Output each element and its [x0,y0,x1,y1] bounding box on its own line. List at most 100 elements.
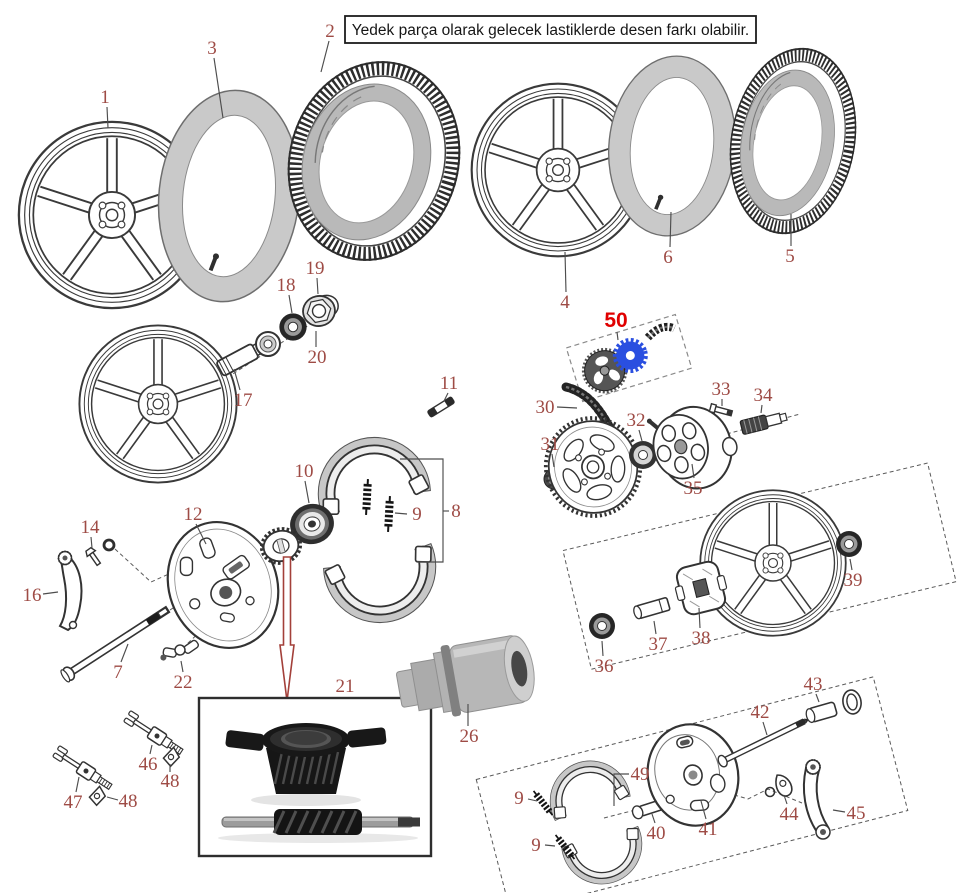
part-label-17: 17 [234,390,253,411]
part-label-36: 36 [595,656,614,677]
tire-2 [266,42,483,281]
part-label-44: 44 [780,804,800,825]
rear-spring-9a [534,791,553,815]
part-label-39: 39 [844,570,863,591]
adjuster-plate-48b [87,783,109,808]
part-label-37: 37 [649,634,668,655]
leader-43 [815,693,820,703]
bearing-32 [629,441,657,469]
leader-49 [613,773,629,806]
part-label-5: 5 [785,246,795,267]
brake-shoe-bottom-8 [321,541,448,635]
part-label-47: 47 [64,792,83,813]
leader-22 [180,660,184,673]
leader-36 [601,640,604,657]
o-ring-14 [102,538,116,552]
leader-50 [616,331,619,341]
washer-ring-43 [842,689,862,715]
leader-9b [527,798,538,802]
note-text: Yedek parça olarak gelecek lastiklerde d… [352,22,750,39]
part-label-12: 12 [184,504,203,525]
part-label-46: 46 [139,754,158,775]
brake-panel-12 [166,520,280,650]
detail-arrow [279,556,295,702]
leader-31 [551,453,555,468]
brake-spring-9a [366,479,368,515]
leader-42 [762,721,768,736]
part-label-30: 30 [536,397,555,418]
leader-46 [149,744,153,755]
bushing-43 [805,701,838,724]
leader-12 [195,523,207,545]
leader-4 [564,251,567,293]
tire-5 [716,39,869,243]
bearing-36 [588,612,616,640]
part-label-4: 4 [560,292,570,313]
leader-3 [213,57,224,119]
leader-9c [544,844,556,847]
rear-brake-shoe-top-49 [539,749,632,822]
leader-7 [120,643,129,663]
hub-bushing-photo-26 [395,635,535,717]
part-label-18: 18 [277,275,296,296]
hub-bearing-10 [290,503,334,545]
part-label-48a: 48 [161,771,180,792]
part-label-9a: 9 [412,504,422,525]
brake-spring-9b [388,496,390,532]
washer-44 [775,774,793,797]
leader-45 [832,809,846,813]
part-label-34: 34 [754,385,774,406]
part-label-32: 32 [627,410,646,431]
wheel-bearing-17 [255,331,281,357]
note-box: Yedek parça olarak gelecek lastiklerde d… [344,15,757,44]
part-label-3: 3 [207,38,217,59]
part-label-8: 8 [451,501,461,522]
transmission-kit-50 [565,313,693,403]
part-label-50: 50 [604,309,627,332]
part-label-1: 1 [100,87,110,108]
part-label-2: 2 [325,21,335,42]
leader-39 [849,558,853,571]
part-label-26: 26 [460,726,479,747]
part-label-48b: 48 [119,791,138,812]
leader-34 [760,404,763,414]
sprocket-hub-35 [652,405,738,490]
brake-arm-45 [802,759,831,840]
leader-14 [90,536,93,549]
rear-wheel-assembly [699,489,847,637]
helical-gear-photo [225,723,387,806]
brake-cam-22 [160,639,199,661]
leader-17 [233,368,241,391]
part-label-14: 14 [81,517,101,538]
part-label-16: 16 [23,585,42,606]
detail-box-21 [197,696,433,858]
chain-adjuster-47 [51,744,115,793]
leader-18 [288,294,293,314]
part-label-42: 42 [751,702,770,723]
rear-axle-42 [717,718,809,768]
rear-brake-shoe-bottom-49 [560,824,652,893]
part-label-6: 6 [663,247,673,268]
leader-10 [304,480,310,504]
part-label-41: 41 [699,819,718,840]
bolt-33 [708,402,734,417]
part-label-19: 19 [306,258,325,279]
rear-sprocket [543,416,643,518]
leader-37 [653,620,657,635]
part-label-31: 31 [541,434,560,455]
leader-32 [638,429,643,442]
part-label-49: 49 [631,764,650,785]
pin-14 [85,546,102,567]
spacer-34 [739,412,788,435]
rear-brake-panel-41 [646,723,740,827]
leader-40 [651,813,656,824]
leader-44 [783,794,788,805]
screw-near-32 [646,418,660,430]
part-label-9b: 9 [514,788,524,809]
part-label-22: 22 [174,672,193,693]
adjuster-bolt-11 [427,396,455,418]
dust-seal-18 [278,312,308,342]
